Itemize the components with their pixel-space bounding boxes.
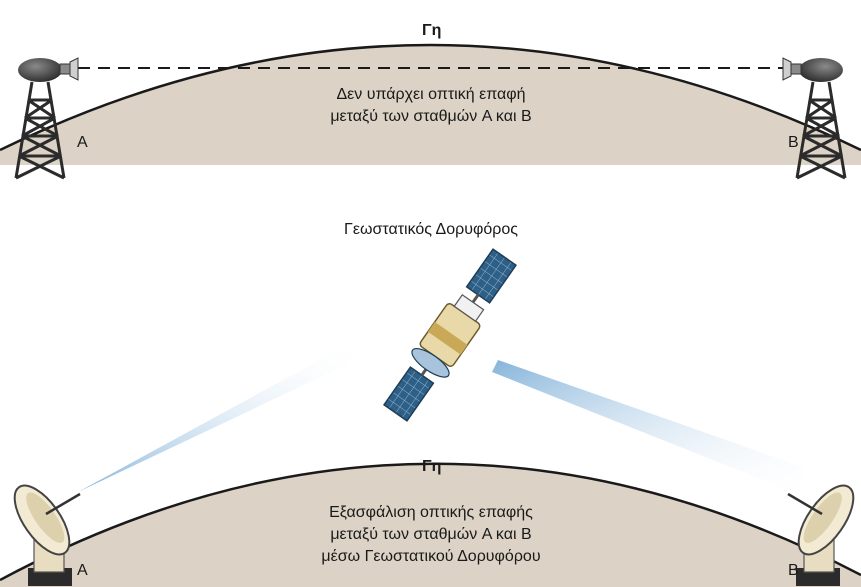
satellite-dish-icon xyxy=(13,484,81,586)
station-a-label-bottom: A xyxy=(77,562,88,579)
signal-beam-b xyxy=(492,360,806,494)
radio-tower-icon xyxy=(782,57,847,180)
bottom-description-line: Εξασφάλιση οπτικής επαφής xyxy=(329,504,533,521)
radio-tower-icon xyxy=(14,57,79,180)
satellite-label: Γεωστατικός Δορυφόρος xyxy=(344,221,518,238)
station-b-label-bottom: B xyxy=(788,562,799,579)
station-a-label-top: A xyxy=(77,134,88,151)
earth-curvature-top xyxy=(0,45,861,165)
top-description-line: Δεν υπάρχει οπτική επαφή xyxy=(336,86,526,103)
bottom-description-line: μέσω Γεωστατικού Δορυφόρου xyxy=(321,548,541,565)
satellite-icon xyxy=(382,248,518,422)
earth-label-top: Γη xyxy=(422,22,442,39)
top-description: Δεν υπάρχει οπτική επαφή μεταξύ των σταθ… xyxy=(290,84,572,128)
bottom-panel xyxy=(0,248,861,587)
earth-label-bottom: Γη xyxy=(422,458,442,475)
earth-horizon-line-bottom xyxy=(0,462,861,582)
signal-beam-a xyxy=(78,338,360,492)
satellite-dish-icon xyxy=(787,484,855,586)
earth-horizon-line-top xyxy=(0,43,861,152)
bottom-description-line: μεταξύ των σταθμών A και B xyxy=(330,526,532,543)
bottom-description: Εξασφάλιση οπτικής επαφής μεταξύ των στα… xyxy=(270,502,592,568)
top-panel xyxy=(0,43,861,180)
top-description-line: μεταξύ των σταθμών A και B xyxy=(330,108,532,125)
station-b-label-top: B xyxy=(788,134,799,151)
